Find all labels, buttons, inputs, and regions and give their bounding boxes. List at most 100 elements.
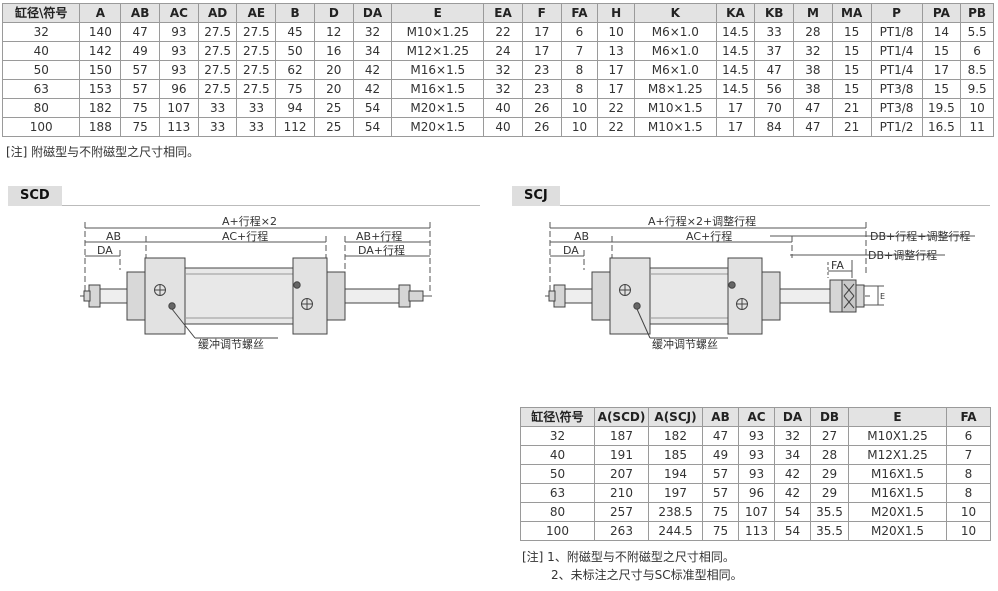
table-cell: 47 — [793, 117, 833, 137]
table-cell: 100 — [1, 117, 81, 137]
scd-section-title: SCD — [8, 186, 62, 206]
table-cell: 14.5 — [715, 60, 756, 80]
table-cell: 49 — [120, 41, 160, 61]
table-cell: 15 — [831, 22, 872, 42]
scj-dim-db-total: DB+行程+调整行程 — [870, 229, 970, 243]
table-cell: 27.5 — [236, 79, 277, 99]
column-header: D — [313, 3, 354, 23]
scd-dim-ac: AC+行程 — [222, 230, 268, 243]
table-cell: PT3/8 — [870, 79, 923, 99]
table-cell: 50 — [520, 464, 595, 484]
column-header: DA — [774, 407, 811, 427]
table-cell: 7 — [946, 445, 991, 465]
scd-dim-ab: AB — [106, 230, 121, 243]
column-header: FA — [560, 3, 599, 23]
scj-dim-ab: AB — [574, 230, 589, 243]
column-header: E — [391, 3, 485, 23]
table-cell: 27 — [810, 426, 849, 446]
scd-dim-da-right: DA+行程 — [358, 244, 405, 257]
table-cell: 33 — [236, 117, 277, 137]
table-cell: 75 — [120, 117, 160, 137]
table-cell: PT3/8 — [870, 98, 923, 118]
table-cell: 191 — [594, 445, 649, 465]
table-cell: M6×1.0 — [634, 41, 717, 61]
table-cell: 33 — [197, 117, 238, 137]
table-cell: 17 — [521, 22, 562, 42]
scj-callout-cushion-screw: 缓冲调节螺丝 — [652, 337, 718, 351]
table-cell: 47 — [702, 426, 739, 446]
table-cell: 50 — [275, 41, 315, 61]
table-cell: 257 — [594, 502, 649, 522]
scd-dim-ab-right: AB+行程 — [356, 230, 402, 243]
table-cell: 49 — [702, 445, 739, 465]
table-cell: 207 — [594, 464, 649, 484]
column-header: 缸径\符号 — [520, 407, 595, 427]
column-header: DA — [352, 3, 393, 23]
table-cell: 5.5 — [960, 22, 994, 42]
table-cell: 54 — [774, 502, 811, 522]
table-cell: 42 — [774, 483, 811, 503]
table-cell: M16×1.5 — [391, 79, 485, 99]
table-cell: 8 — [946, 483, 991, 503]
table-cell: M16X1.5 — [848, 464, 947, 484]
table-cell: 194 — [648, 464, 703, 484]
table-cell: 75 — [702, 502, 739, 522]
table-cell: 8 — [946, 464, 991, 484]
column-header: F — [521, 3, 562, 23]
bottom-note-2: 2、未标注之尺寸与SC标准型相同。 — [551, 568, 743, 582]
scj-dim-fa: FA — [831, 259, 844, 272]
table-cell: 8.5 — [960, 60, 994, 80]
table-cell: 94 — [275, 98, 315, 118]
table-cell: 54 — [774, 521, 811, 541]
table-cell: 34 — [352, 41, 393, 61]
table-cell: M20X1.5 — [848, 502, 947, 522]
table-cell: 75 — [702, 521, 739, 541]
table-cell: 35.5 — [810, 502, 849, 522]
table-cell: 188 — [79, 117, 122, 137]
column-header: H — [597, 3, 636, 23]
column-header: AD — [197, 3, 238, 23]
table-cell: 32 — [520, 426, 595, 446]
table-cell: 54 — [352, 117, 393, 137]
column-header: E — [848, 407, 947, 427]
column-header: MA — [831, 3, 872, 23]
table-cell: 6 — [946, 426, 991, 446]
scj-section-title: SCJ — [512, 186, 560, 206]
table-cell: 25 — [313, 117, 354, 137]
table-cell: 57 — [702, 483, 739, 503]
table-cell: 35.5 — [810, 521, 849, 541]
table-cell: 24 — [483, 41, 523, 61]
table-cell: M10×1.5 — [634, 98, 717, 118]
table-cell: 197 — [648, 483, 703, 503]
table-cell: 14 — [921, 22, 962, 42]
table-cell: 17 — [921, 60, 962, 80]
table-cell: 16.5 — [921, 117, 962, 137]
scd-section-rule — [8, 205, 480, 206]
table-cell: 10 — [960, 98, 994, 118]
column-header: A(SCJ) — [648, 407, 703, 427]
table-cell: 32 — [774, 426, 811, 446]
table-cell: 187 — [594, 426, 649, 446]
table-cell: M16X1.5 — [848, 483, 947, 503]
table-cell: 22 — [483, 22, 523, 42]
scd-dim-total: A+行程×2 — [222, 215, 277, 228]
top-note: [注] 附磁型与不附磁型之尺寸相同。 — [6, 145, 200, 159]
table-cell: M10X1.25 — [848, 426, 947, 446]
scj-dim-e: E — [880, 292, 885, 301]
table-cell: M10×1.5 — [634, 117, 717, 137]
table-cell: 42 — [774, 464, 811, 484]
table-cell: PT1/2 — [870, 117, 923, 137]
table-cell: 21 — [831, 117, 872, 137]
column-header: FA — [946, 407, 991, 427]
table-cell: 22 — [597, 117, 636, 137]
